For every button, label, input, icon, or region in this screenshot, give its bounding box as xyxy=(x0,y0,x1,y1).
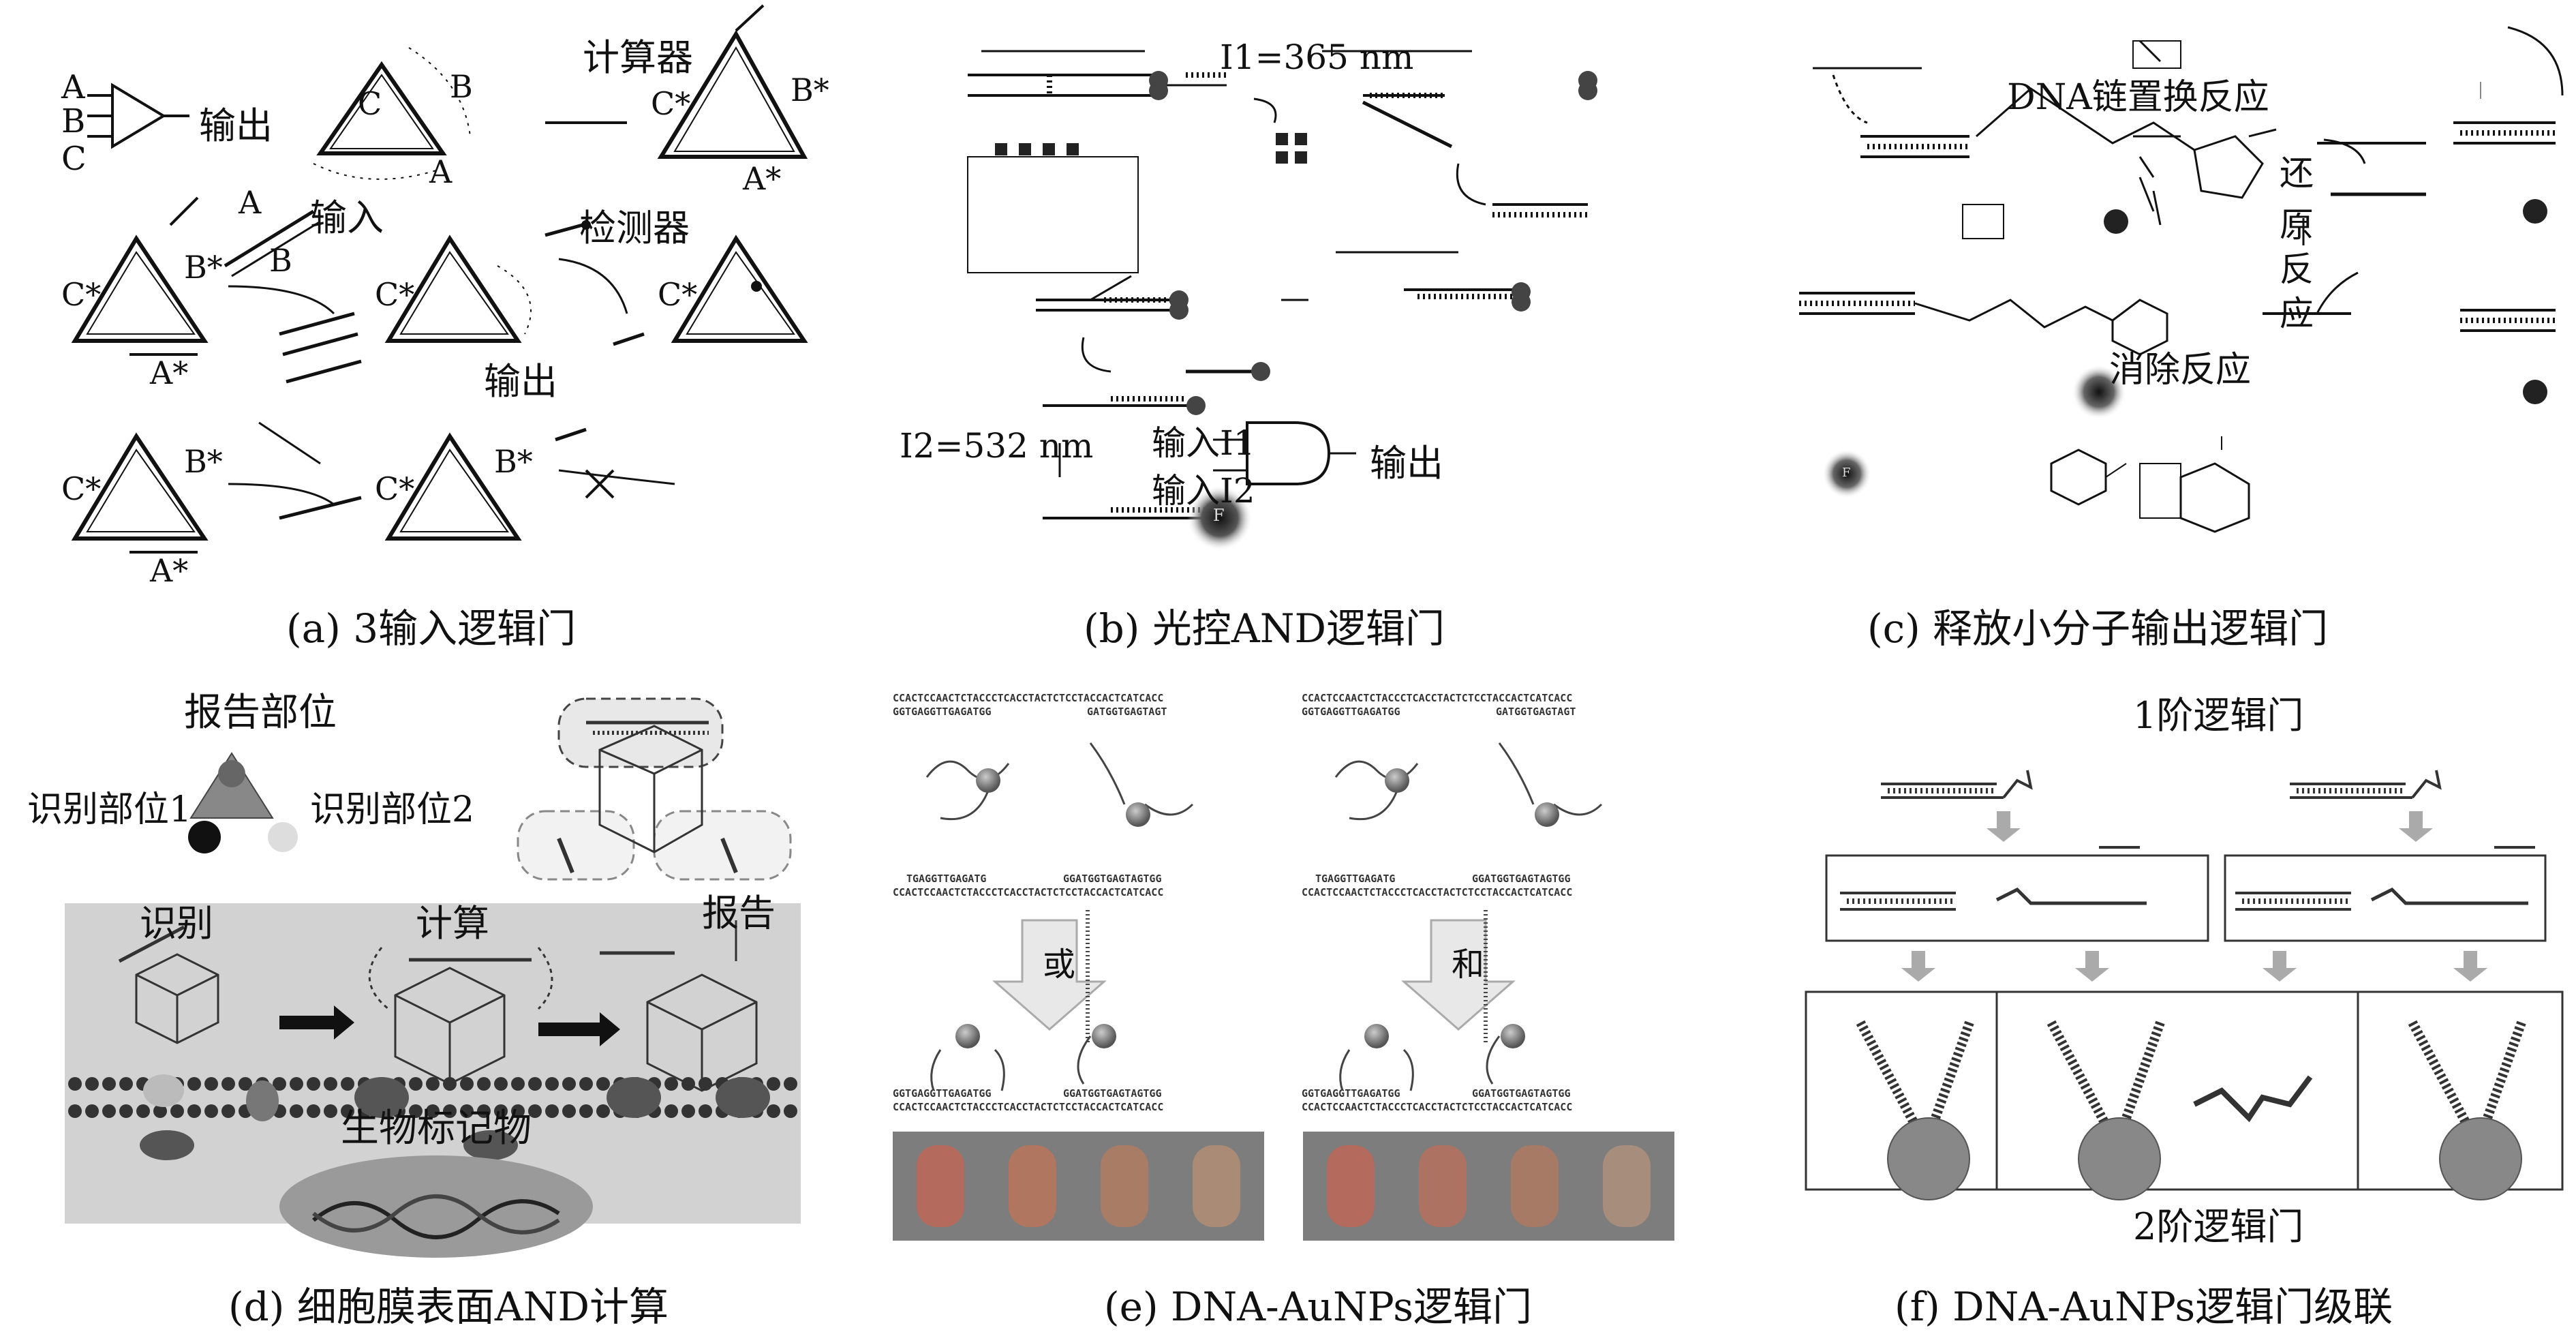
panel-b-diagram xyxy=(967,50,1597,551)
row2c-cstar: C* xyxy=(658,276,698,313)
row2-cstar: C* xyxy=(61,276,102,313)
computer-astar-label: A* xyxy=(743,160,782,197)
compute-label: 计算 xyxy=(416,902,489,945)
seq-or-bot-3: CCACTCCAACTCTACCCTCACCTACTCTCCTACCACTCAT… xyxy=(893,1101,1164,1113)
or-label: 或 xyxy=(1043,945,1076,984)
row3b-bstar: B* xyxy=(494,443,533,480)
caption-c: (c) 释放小分子输出逻辑门 xyxy=(1867,605,2329,652)
fluor-f-label: F xyxy=(1842,466,1851,480)
first-order-label: 1阶逻辑门 xyxy=(2133,694,2304,737)
seq-or-top-1: CCACTCCAACTCTACCCTCACCTACTCTCCTACCACTCAT… xyxy=(893,692,1164,704)
seq-or-mid-3: CCACTCCAACTCTACCCTCACCTACTCTCCTACCACTCAT… xyxy=(893,886,1164,898)
seq-and-mid-2: GGATGGTGAGTAGTGG xyxy=(1472,873,1571,885)
fluorophore-label: F xyxy=(1213,506,1225,525)
panel-f-diagram xyxy=(1805,770,2564,1200)
test-tube xyxy=(1511,1145,1559,1227)
seq-or-bot-1: GGTGAGGTTGAGATGG xyxy=(893,1087,992,1100)
row3b-cstar: C* xyxy=(375,470,415,507)
row3-cstar: C* xyxy=(61,470,102,507)
or-gate-symbol xyxy=(111,82,166,149)
input-label: 输入 xyxy=(310,196,384,239)
and-output-label: 输出 xyxy=(1370,442,1443,485)
recog-site-2-label: 识别部位2 xyxy=(310,789,475,830)
caption-f: (f) DNA-AuNPs逻辑门级联 xyxy=(1895,1284,2393,1330)
seq-and-top-1: CCACTCCAACTCTACCCTCACCTACTCTCCTACCACTCAT… xyxy=(1302,692,1573,704)
seq-or-mid-1: TGAGGTTGAGATG xyxy=(906,873,987,885)
test-tube xyxy=(1193,1145,1240,1227)
test-tube xyxy=(1419,1145,1467,1227)
i1-label: I1=365 nm xyxy=(1220,37,1414,77)
strand-b-label: B xyxy=(269,242,292,279)
seq-or-mid-2: GGATGGTGAGTAGTGG xyxy=(1063,873,1162,885)
report-label: 报告 xyxy=(702,892,776,935)
seq-and-top-2: GGTGAGGTTGAGATGG xyxy=(1302,706,1400,718)
row2-astar: A* xyxy=(150,354,189,391)
reduction-label-4: 应 xyxy=(2280,294,2314,333)
tri-c-label: C xyxy=(358,85,382,122)
caption-a: (a) 3输入逻辑门 xyxy=(286,605,577,652)
and-label: 和 xyxy=(1452,945,1485,984)
caption-e: (e) DNA-AuNPs逻辑门 xyxy=(1104,1284,1532,1330)
seq-and-mid-1: TGAGGTTGAGATG xyxy=(1315,873,1396,885)
reduction-label-1: 还 xyxy=(2280,153,2314,193)
input-b-label: B xyxy=(61,102,86,140)
recognize-label: 识别 xyxy=(140,902,213,945)
report-site-label: 报告部位 xyxy=(184,691,337,735)
seq-and-top-3: GATGGTGAGTAGT xyxy=(1496,706,1576,718)
second-order-label: 2阶逻辑门 xyxy=(2133,1205,2304,1248)
released-fluor-glow xyxy=(2072,365,2126,419)
panel-c-diagram xyxy=(1799,26,2564,533)
test-tube xyxy=(1101,1145,1148,1227)
input-a-label: A xyxy=(61,68,85,106)
detector-label: 检测器 xyxy=(579,207,690,249)
computer-cstar-label: C* xyxy=(651,85,691,122)
row2-bstar: B* xyxy=(184,249,223,286)
seq-and-bot-3: CCACTCCAACTCTACCCTCACCTACTCTCCTACCACTCAT… xyxy=(1302,1101,1573,1113)
row2b-cstar: C* xyxy=(375,276,415,313)
seq-and-bot-1: GGTGAGGTTGAGATGG xyxy=(1302,1087,1400,1100)
biomarker-label: 生物标记物 xyxy=(341,1106,532,1151)
test-tube xyxy=(1009,1145,1056,1227)
seq-and-mid-3: CCACTCCAACTCTACCCTCACCTACTCTCCTACCACTCAT… xyxy=(1302,886,1573,898)
legend-fluor-glow xyxy=(1822,449,1871,498)
recog-site-1-label: 识别部位1 xyxy=(27,789,192,830)
test-tube xyxy=(1327,1145,1375,1227)
fluorescence-glow xyxy=(1187,485,1253,551)
panel-e-diagram xyxy=(893,742,1674,1241)
quencher-top-2 xyxy=(1578,81,1597,100)
computer-bstar-label: B* xyxy=(791,72,829,108)
reduction-label-2: 原 xyxy=(2280,205,2314,245)
panel-a-diagram xyxy=(71,4,808,554)
seq-or-top-2: GGTGAGGTTGAGATGG xyxy=(893,706,992,718)
row3-astar: A* xyxy=(150,552,189,589)
caption-b: (b) 光控AND逻辑门 xyxy=(1084,605,1445,652)
input-i1-label: 输入I1 xyxy=(1152,423,1255,463)
seq-or-top-3: GATGGTGAGTAGT xyxy=(1087,706,1167,718)
output2-label: 输出 xyxy=(484,360,557,403)
elimination-label: 消除反应 xyxy=(2109,350,2252,391)
test-tube xyxy=(1603,1145,1651,1227)
input-i2-label: 输入I2 xyxy=(1152,471,1255,511)
seq-and-bot-2: GGATGGTGAGTAGTGG xyxy=(1472,1087,1571,1100)
caption-d: (d) 细胞膜表面AND计算 xyxy=(228,1284,669,1330)
seq-or-bot-2: GGATGGTGAGTAGTGG xyxy=(1063,1087,1162,1100)
reduction-label-3: 反 xyxy=(2280,249,2314,289)
tri-b-label: B xyxy=(450,68,473,105)
i2-label: I2=532 nm xyxy=(900,426,1094,466)
strand-displacement-label: DNA链置换反应 xyxy=(2007,77,2269,118)
test-tube xyxy=(917,1145,964,1227)
computer-label: 计算器 xyxy=(583,36,693,79)
row3-bstar: B* xyxy=(184,443,223,480)
strand-a-label: A xyxy=(239,184,262,221)
input-c-label: C xyxy=(61,140,87,178)
tri-a-label: A xyxy=(429,153,453,190)
output-label: 输出 xyxy=(199,104,273,147)
panel-d-diagram xyxy=(68,697,797,1258)
